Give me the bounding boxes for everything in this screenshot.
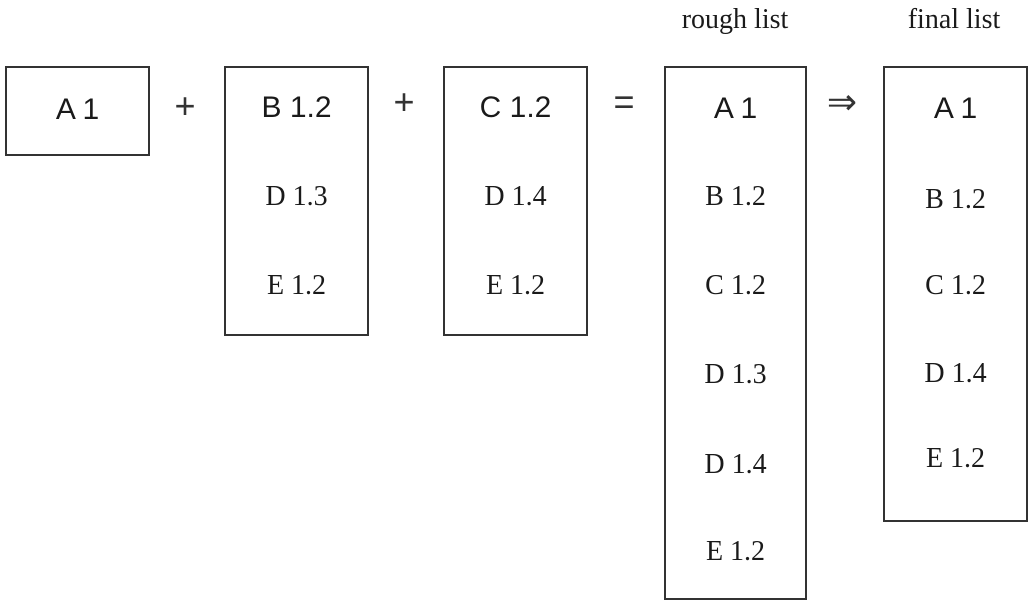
list-item: C 1.2	[479, 91, 552, 124]
list-box-c: C 1.2 D 1.4 E 1.2	[443, 66, 588, 336]
list-item: B 1.2	[705, 181, 766, 212]
list-item: D 1.3	[265, 181, 328, 212]
list-item: D 1.4	[704, 449, 767, 480]
list-item: E 1.2	[266, 270, 327, 301]
final-list-heading: final list	[907, 4, 1001, 35]
list-item: E 1.2	[925, 443, 986, 474]
equals-operator: =	[613, 81, 635, 122]
list-item: A 1	[713, 92, 758, 125]
list-item: D 1.4	[924, 358, 987, 389]
list-item: D 1.3	[704, 359, 767, 390]
rough-list-box: A 1 B 1.2 C 1.2 D 1.3 D 1.4 E 1.2	[664, 66, 807, 600]
final-list-box: A 1 B 1.2 C 1.2 D 1.4 E 1.2	[883, 66, 1028, 522]
list-item-a1: A 1	[55, 93, 100, 126]
list-item: C 1.2	[705, 270, 766, 301]
implies-arrow: ⇒	[826, 81, 858, 122]
list-box-b: B 1.2 D 1.3 E 1.2	[224, 66, 369, 336]
list-item: E 1.2	[485, 270, 546, 301]
list-item: B 1.2	[925, 184, 986, 215]
list-item: E 1.2	[705, 536, 766, 567]
list-item: B 1.2	[261, 91, 332, 124]
rough-list-heading: rough list	[681, 4, 789, 35]
list-item: D 1.4	[484, 181, 547, 212]
list-item: C 1.2	[925, 270, 986, 301]
list-item: A 1	[933, 92, 978, 125]
plus-operator: +	[174, 85, 196, 126]
plus-operator: +	[393, 81, 415, 122]
list-box-a: A 1	[5, 66, 150, 156]
